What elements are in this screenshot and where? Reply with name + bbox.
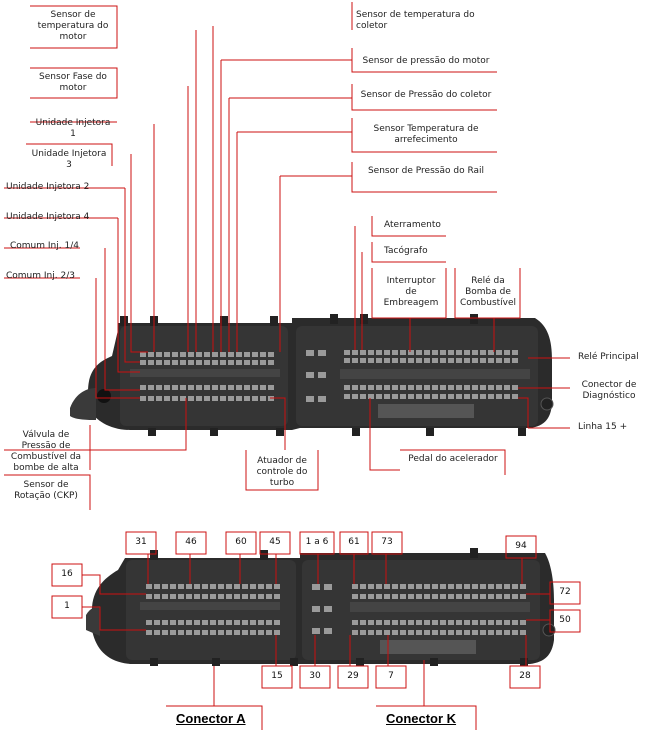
label-comum-inj-23: Comum Inj. 2/3 (6, 271, 75, 281)
label-sensor-pressao-coletor: Sensor de Pressão do coletor (360, 90, 492, 100)
label-unidade-injetora-2: Unidade Injetora 2 (6, 182, 90, 192)
label-unidade-injetora-1: Unidade Injetora 1 (35, 118, 111, 139)
pin-label-15: 15 (271, 671, 283, 681)
label-conector-diagnostico: Conector de Diagnóstico (581, 380, 637, 401)
conector-k-title: Conector K (386, 711, 457, 726)
label-valvula-pressao: Válvula de Pressão de Combustível da bom… (10, 430, 82, 473)
top-ecu-body (70, 314, 554, 436)
pin-label-94: 94 (515, 541, 527, 551)
label-sensor-temp-arrefecimento: Sensor Temperatura de arrefecimento (373, 124, 479, 145)
pin-label-73: 73 (381, 537, 393, 547)
label-sensor-fase-motor: Sensor Fase do motor (39, 72, 107, 93)
label-unidade-injetora-3: Unidade Injetora 3 (31, 149, 107, 170)
label-tacografo: Tacógrafo (384, 246, 428, 256)
top-callout-lines (4, 2, 570, 510)
label-interruptor-embreagem: Interruptor de Embreagem (383, 276, 439, 308)
pin-label-50: 50 (559, 615, 571, 625)
conector-a-title: Conector A (176, 711, 246, 726)
bottom-ecu-body (86, 548, 556, 666)
pin-label-72: 72 (559, 587, 571, 597)
pin-label-61: 61 (348, 537, 360, 547)
pin-label-7: 7 (388, 671, 394, 681)
label-unidade-injetora-4: Unidade Injetora 4 (6, 212, 90, 222)
label-sensor-temp-coletor: Sensor de temperatura do coletor (356, 10, 475, 31)
pin-label-29: 29 (347, 671, 359, 681)
label-pedal-acelerador: Pedal do acelerador (408, 454, 498, 464)
label-aterramento: Aterramento (384, 220, 441, 230)
label-sensor-rotacao: Sensor de Rotação (CKP) (14, 480, 78, 501)
pin-label-60: 60 (235, 537, 247, 547)
pin-label-30: 30 (309, 671, 321, 681)
pin-label-45: 45 (269, 537, 281, 547)
label-rele-bomba: Relé da Bomba de Combustível (459, 276, 517, 308)
pin-label-31: 31 (135, 537, 147, 547)
label-comum-inj-14: Comum Inj. 1/4 (10, 241, 79, 251)
label-sensor-pressao-rail: Sensor de Pressão do Rail (367, 166, 485, 176)
pin-label-1: 1 (64, 601, 70, 611)
pin-label-46: 46 (185, 537, 197, 547)
pin-label-28: 28 (519, 671, 531, 681)
label-atuador-turbo: Atuador de controle do turbo (256, 456, 308, 488)
label-linha-15: Linha 15 + (578, 422, 628, 432)
pin-label-1a6: 1 a 6 (305, 537, 329, 547)
label-sensor-temp-motor: Sensor de temperatura do motor (37, 10, 109, 42)
label-rele-principal: Relé Principal (578, 352, 639, 362)
label-sensor-pressao-motor: Sensor de pressão do motor (362, 56, 490, 66)
pin-label-16: 16 (61, 569, 73, 579)
bottom-callout-lines (51, 531, 581, 730)
